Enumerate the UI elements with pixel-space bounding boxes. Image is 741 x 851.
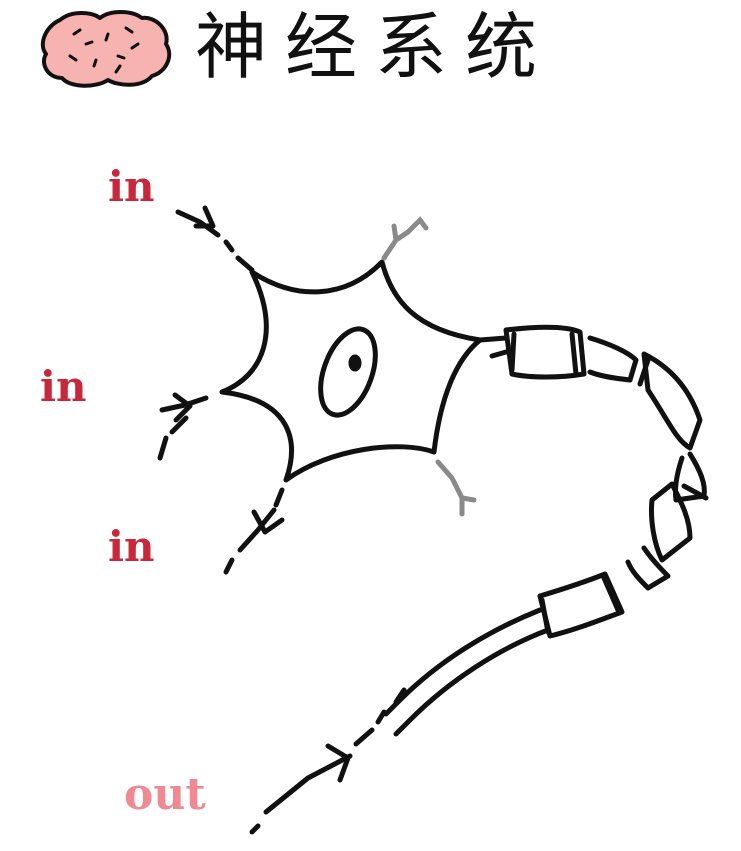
axon bbox=[383, 324, 709, 737]
input-arrow-bottom bbox=[237, 507, 277, 553]
output-label: out bbox=[124, 769, 206, 820]
myelin-segment bbox=[649, 481, 693, 563]
input-label-bottom: in bbox=[108, 522, 155, 571]
input-label-top: in bbox=[108, 162, 155, 211]
myelin-segment bbox=[673, 451, 707, 503]
output-arrow bbox=[263, 753, 353, 815]
myelin-segment bbox=[587, 335, 639, 383]
page-title: 神经系统 bbox=[195, 5, 556, 89]
brain-icon bbox=[40, 10, 172, 88]
input-label-middle: in bbox=[40, 362, 87, 411]
myelin-segment bbox=[641, 351, 703, 451]
myelin-segment bbox=[503, 324, 587, 380]
cell-body bbox=[219, 259, 483, 483]
nucleus bbox=[318, 326, 378, 418]
dendrite-upper bbox=[381, 216, 429, 261]
myelin-segment bbox=[537, 571, 625, 639]
input-arrow-top bbox=[175, 209, 221, 238]
myelin-segment bbox=[625, 545, 671, 591]
dendrite-lower bbox=[435, 459, 477, 517]
